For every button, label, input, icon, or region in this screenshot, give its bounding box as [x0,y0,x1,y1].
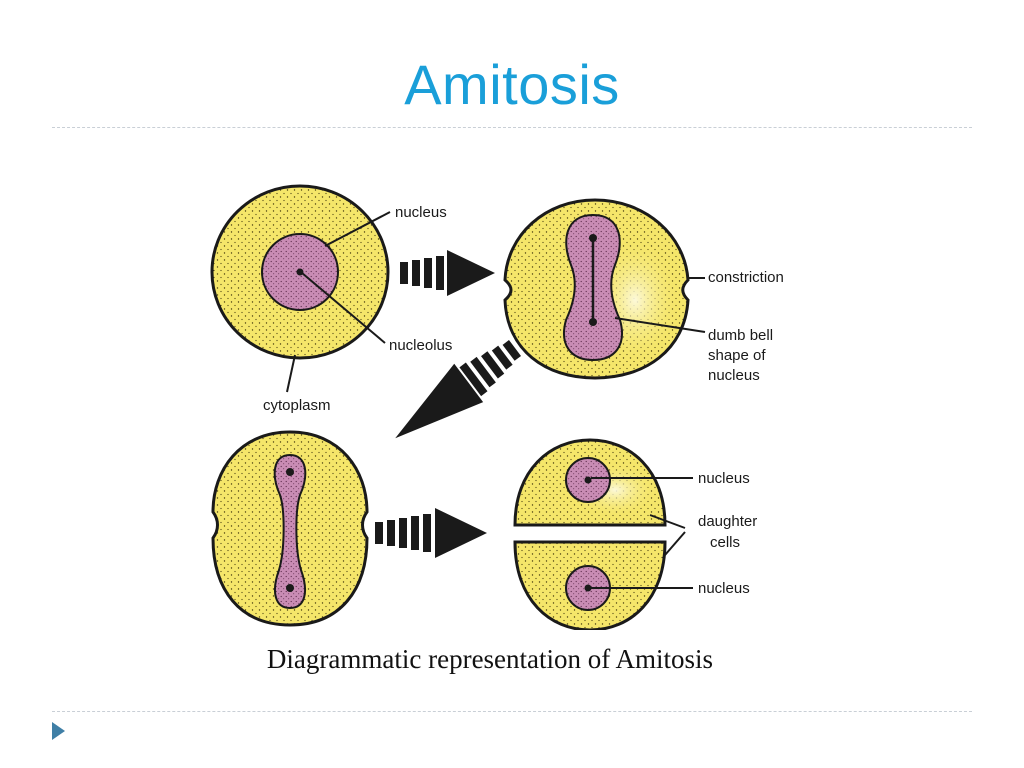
amitosis-diagram-svg: nucleus nucleolus cytoplasm constriction… [210,184,784,632]
label-nucleolus: nucleolus [389,337,452,354]
label-dumb-bell-line-1: dumb bell [708,327,773,344]
label-nucleus: nucleus [395,204,447,221]
cell-interphase [210,184,390,360]
label-daughter-line-1: daughter [698,513,757,530]
arrow-step-1 [400,250,495,296]
label-constriction: constriction [708,269,784,286]
leader-daughter-bottom [664,531,686,556]
cell-elongated [211,430,369,627]
amitosis-diagram: nucleus nucleolus cytoplasm constriction… [195,160,835,632]
top-divider [52,127,972,128]
label-nucleus-daughter-top: nucleus [698,470,750,487]
arrow-step-3 [375,508,487,558]
cell-constriction [503,198,690,380]
triangle-bullet-icon [52,722,65,740]
leader-cytoplasm [286,354,296,393]
label-daughter-line-2: cells [710,534,740,551]
leader-dumb-bell [614,317,706,333]
daughter-cell-bottom [513,540,667,632]
daughter-cell-top [513,438,667,527]
arrow-step-2 [395,340,522,439]
bottom-divider [52,711,972,712]
diagram-caption: Diagrammatic representation of Amitosis [266,644,714,674]
leader-daughter-top [649,514,686,529]
label-cytoplasm: cytoplasm [263,397,331,414]
leader-nucleus [324,211,391,247]
label-dumb-bell-line-3: nucleus [708,367,760,384]
label-dumb-bell-line-2: shape of [708,347,766,364]
slide-title: Amitosis [404,53,620,116]
label-nucleus-daughter-bottom: nucleus [698,580,750,597]
leader-nucleolus [301,272,386,344]
